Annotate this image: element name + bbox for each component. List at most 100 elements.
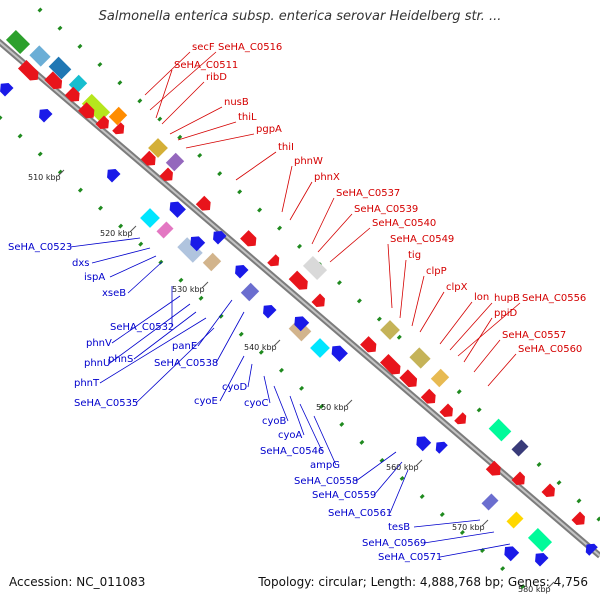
forward-leader: [411, 275, 425, 327]
forward-gene-label: hupB: [494, 293, 520, 304]
scale-tick-mark: [273, 339, 281, 347]
forward-gene-label: thiI: [278, 142, 294, 153]
reverse-leader: [197, 299, 233, 347]
scale-tick-label: 580 kbp: [518, 585, 551, 594]
cog-box: [302, 255, 328, 281]
forward-gene-arrow: [78, 102, 95, 119]
forward-gene-arrow: [311, 293, 325, 307]
reverse-gene-label: ispA: [84, 272, 105, 283]
forward-gene-arrow: [195, 195, 211, 211]
gc-tick: [178, 277, 184, 283]
gc-tick: [237, 189, 243, 195]
scale-tick-label: 560 kbp: [386, 463, 419, 472]
scale-tick-mark: [345, 399, 353, 407]
cog-box: [380, 320, 400, 340]
gc-tick: [297, 243, 302, 249]
reverse-leader: [109, 303, 191, 364]
gc-tick: [520, 584, 526, 590]
gc-tick: [57, 25, 63, 31]
scale-tick-mark: [415, 459, 423, 467]
forward-gene-label: clpP: [426, 266, 447, 277]
reverse-strand-genes: [0, 83, 598, 567]
reverse-leader: [215, 311, 245, 364]
gc-tick: [258, 349, 264, 355]
forward-leader: [289, 181, 313, 221]
gc-tick: [399, 475, 405, 481]
gc-tick: [57, 169, 63, 175]
forward-gene-arrow: [379, 353, 401, 375]
forward-gene-arrow: [240, 230, 257, 247]
forward-leader: [439, 301, 473, 345]
cog-box: [156, 221, 174, 239]
gc-tick: [500, 566, 506, 572]
gc-tick: [157, 116, 163, 122]
reverse-gene-arrow: [235, 265, 249, 279]
forward-gene-arrow: [360, 336, 377, 353]
gc-tick: [299, 385, 305, 391]
gc-tick: [556, 480, 562, 486]
gc-tick: [396, 334, 402, 340]
forward-gene-label: SeHA_C0560: [518, 344, 582, 355]
reverse-gene-label: SeHA_C0535: [74, 398, 138, 409]
forward-gene-arrow: [140, 150, 156, 166]
forward-leader: [185, 133, 255, 149]
reverse-gene-label: SeHA_C0523: [8, 242, 72, 253]
cog-box: [506, 511, 524, 529]
forward-gene-label: SeHA_C0549: [390, 234, 454, 245]
reverse-leader: [439, 543, 511, 558]
scale-tick-label: 530 kbp: [172, 285, 205, 294]
reverse-gene-arrow: [535, 553, 549, 567]
gc-tick: [37, 151, 43, 157]
reverse-gene-label: SeHA_C0546: [260, 446, 324, 457]
gc-tick: [97, 62, 103, 68]
gc-tick: [336, 280, 342, 286]
forward-leader: [463, 317, 493, 363]
reverse-leader: [91, 247, 151, 264]
forward-leader: [317, 213, 353, 253]
gc-tick: [217, 171, 223, 177]
reverse-gene-label: cyoB: [262, 416, 287, 427]
reverse-leader: [109, 255, 157, 278]
reverse-gene-label: phnU: [84, 358, 110, 369]
cog-box: [310, 338, 330, 358]
gc-tick: [536, 462, 542, 467]
reverse-gene-label: SeHA_C0538: [154, 358, 218, 369]
forward-gene-arrow: [439, 403, 453, 417]
forward-leader: [235, 151, 277, 181]
reverse-gene-arrow: [107, 169, 121, 183]
scale-tick-mark: [481, 519, 489, 527]
reverse-leader: [127, 261, 163, 294]
reverse-gene-arrow: [331, 345, 348, 362]
forward-gene-label: SeHA_C0516: [218, 42, 282, 53]
cog-box: [511, 439, 529, 457]
forward-gene-arrow: [17, 59, 39, 81]
reverse-leader: [313, 415, 337, 466]
cog-box: [165, 152, 185, 172]
cog-box: [527, 527, 553, 553]
reverse-gene-label: dxs: [72, 258, 89, 269]
genome-summary: Topology: circular; Length: 4,888,768 bp…: [258, 575, 588, 589]
gc-tick: [177, 134, 183, 140]
reverse-gene-label: SeHA_C0559: [312, 490, 376, 501]
forward-leader: [399, 259, 407, 319]
reverse-gene-label: cyoD: [222, 382, 248, 393]
cog-box: [81, 93, 111, 123]
gc-tick: [459, 530, 465, 535]
forward-gene-label: ribD: [206, 72, 227, 83]
gc-tick: [379, 457, 385, 463]
map-title: Salmonella enterica subsp. enterica sero…: [98, 9, 502, 24]
forward-gene-label: SeHA_C0537: [336, 188, 400, 199]
scale-tick-label: 540 kbp: [244, 343, 277, 352]
forward-gene-label: tig: [408, 250, 421, 261]
reverse-gene-label: SeHA_C0571: [378, 552, 442, 563]
forward-gene-label: phnX: [314, 172, 340, 183]
gc-tick: [77, 187, 83, 193]
reverse-gene-arrow: [169, 201, 186, 218]
forward-gene-arrow: [288, 270, 308, 290]
forward-gene-label: ppiD: [494, 308, 517, 319]
scale-tick-mark: [547, 581, 555, 589]
forward-gene-arrow: [571, 511, 585, 525]
forward-gene-label: pgpA: [256, 124, 282, 135]
gc-tick: [77, 43, 83, 49]
